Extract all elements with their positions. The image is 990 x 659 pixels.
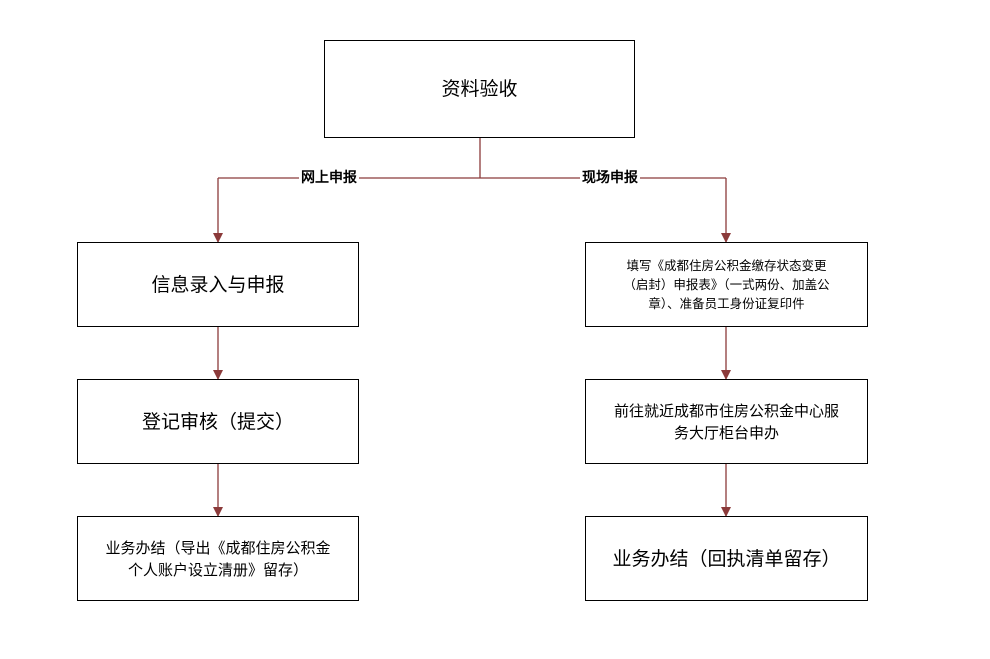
online-step-2-label: 登记审核（提交） xyxy=(141,410,294,433)
online-branch-label: 网上申报 xyxy=(299,169,359,187)
online-step-1-label: 信息录入与申报 xyxy=(151,273,285,296)
onsite-step-2: 前往就近成都市住房公积金中心服 务大厅柜台申办 xyxy=(585,379,868,464)
onsite-step-1: 填写《成都住房公积金缴存状态变更 （启封）申报表》（一式两份、加盖公 章）、准备… xyxy=(585,242,868,327)
online-step-2: 登记审核（提交） xyxy=(77,379,359,464)
onsite-step-3: 业务办结（回执清单留存） xyxy=(585,516,868,601)
onsite-step-3-label: 业务办结（回执清单留存） xyxy=(612,547,841,570)
online-step-3-label: 业务办结（导出《成都住房公积金 个人账户设立清册》留存） xyxy=(105,538,331,579)
onsite-step-2-label: 前往就近成都市住房公积金中心服 务大厅柜台申办 xyxy=(613,401,839,442)
top-box: 资料验收 xyxy=(324,40,635,138)
online-step-3: 业务办结（导出《成都住房公积金 个人账户设立清册》留存） xyxy=(77,516,359,601)
online-step-1: 信息录入与申报 xyxy=(77,242,359,327)
top-box-label: 资料验收 xyxy=(441,78,518,100)
onsite-branch-label: 现场申报 xyxy=(580,169,640,187)
onsite-step-1-label: 填写《成都住房公积金缴存状态变更 （启封）申报表》（一式两份、加盖公 章）、准备… xyxy=(623,258,830,311)
